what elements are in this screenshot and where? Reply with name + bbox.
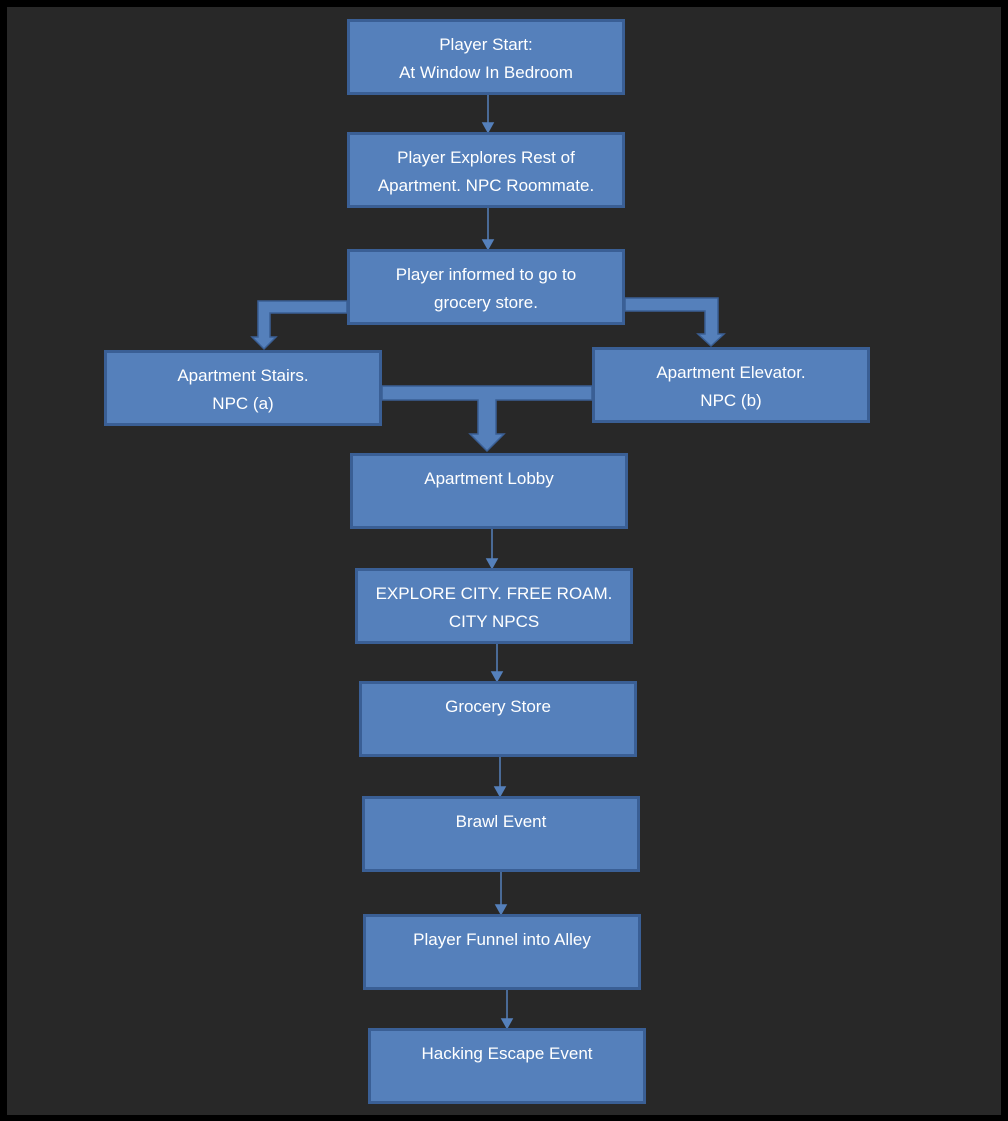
node-apartment-stairs: Apartment Stairs. NPC (a) xyxy=(104,350,382,426)
arrowhead-lobby-city xyxy=(485,558,499,570)
edge-stairs-elevator-merge xyxy=(381,385,593,453)
arrowhead-grocery-brawl xyxy=(493,786,507,798)
node-explore-city: EXPLORE CITY. FREE ROAM. CITY NPCS xyxy=(355,568,633,644)
thin-connectors xyxy=(481,95,514,1030)
node-explore-apartment: Player Explores Rest of Apartment. NPC R… xyxy=(347,132,625,208)
node-player-funnel-alley: Player Funnel into Alley xyxy=(363,914,641,990)
arrowhead-start-explore xyxy=(481,122,495,134)
arrowhead-brawl-alley xyxy=(494,904,508,916)
arrowhead-alley-hacking xyxy=(500,1018,514,1030)
node-hacking-escape: Hacking Escape Event xyxy=(368,1028,646,1104)
node-informed-grocery: Player informed to go to grocery store. xyxy=(347,249,625,325)
node-player-start: Player Start: At Window In Bedroom xyxy=(347,19,625,95)
node-apartment-elevator: Apartment Elevator. NPC (b) xyxy=(592,347,870,423)
arrowhead-city-grocery xyxy=(490,671,504,683)
node-grocery-store: Grocery Store xyxy=(359,681,637,757)
arrowhead-explore-informed xyxy=(481,239,495,251)
node-apartment-lobby: Apartment Lobby xyxy=(350,453,628,529)
edge-informed-stairs xyxy=(250,300,348,351)
node-brawl-event: Brawl Event xyxy=(362,796,640,872)
edge-informed-elevator xyxy=(624,297,726,348)
